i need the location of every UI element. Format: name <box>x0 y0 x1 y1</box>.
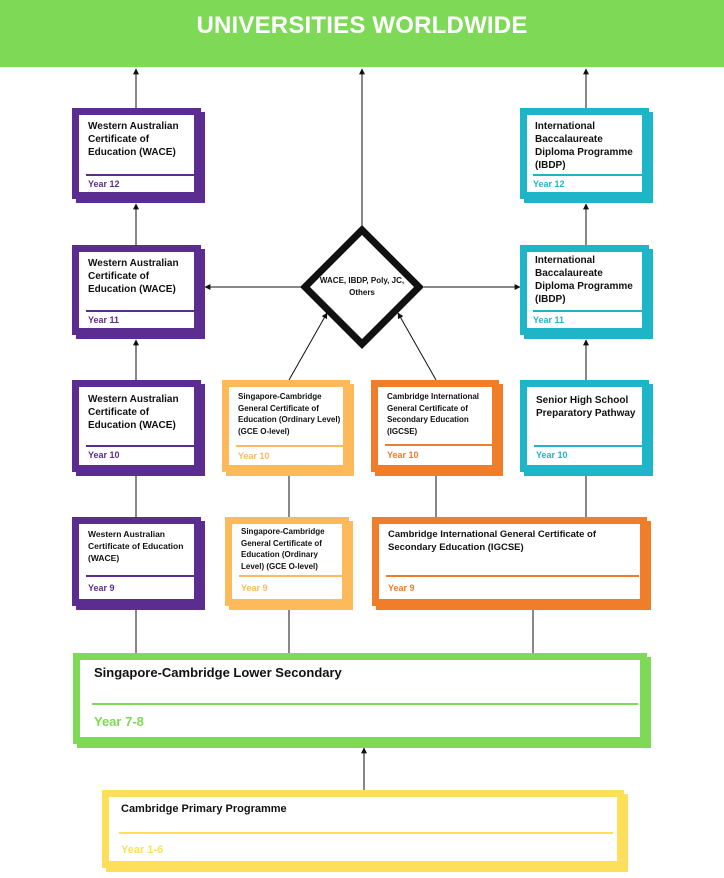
olevel-year9-title: Singapore-Cambridge General Certificate … <box>241 527 325 571</box>
page-title: UNIVERSITIES WORLDWIDE <box>196 12 528 39</box>
olevel-year10-card: Singapore-Cambridge General Certificate … <box>222 380 354 476</box>
pathway-hub-diamond <box>300 225 424 349</box>
ibdp-year11-card: International Baccalaureate Diploma Prog… <box>520 245 653 339</box>
shs-year10-year: Year 10 <box>536 450 568 460</box>
wace-year11-card: Western Australian Certificate of Educat… <box>72 245 205 339</box>
wace-year9-year: Year 9 <box>88 583 115 593</box>
ibdp-year11-title: International Baccalaureate Diploma Prog… <box>535 255 633 305</box>
wace-year11-title: Western Australian Certificate of Educat… <box>88 258 179 295</box>
wace-year10-year: Year 10 <box>88 450 120 460</box>
olevel-year9-year: Year 9 <box>241 583 268 593</box>
olevel-year9-card: Singapore-Cambridge General Certificate … <box>225 517 353 610</box>
ibdp-year12-year: Year 12 <box>533 179 565 189</box>
igcse-year9-title: Cambridge International General Certific… <box>388 529 596 553</box>
igcse-year9-card: Cambridge International General Certific… <box>372 517 651 610</box>
ibdp-year12-card: International Baccalaureate Diploma Prog… <box>520 108 653 203</box>
wace-year12-title: Western Australian Certificate of Educat… <box>88 121 179 158</box>
wace-year12-year: Year 12 <box>88 179 120 189</box>
igcse-year10-title: Cambridge International General Certific… <box>387 392 480 436</box>
wace-year12-card: Western Australian Certificate of Educat… <box>72 108 205 203</box>
primary-card: Cambridge Primary Programme Year 1-6 <box>102 790 628 872</box>
wace-year9-title: Western Australian Certificate of Educat… <box>88 529 184 563</box>
arrow-olevel-y10-to-hub <box>288 312 328 381</box>
shs-year10-card: Senior High School Preparatory Pathway Y… <box>520 380 653 476</box>
olevel-year10-title: Singapore-Cambridge General Certificate … <box>238 392 341 436</box>
pathway-hub-label: WACE, IBDP, Poly, JC, Others <box>319 276 405 297</box>
primary-year: Year 1-6 <box>121 844 164 856</box>
shs-year10-title: Senior High School Preparatory Pathway <box>536 395 636 419</box>
header-banner: UNIVERSITIES WORLDWIDE <box>0 0 724 67</box>
wace-year10-card: Western Australian Certificate of Educat… <box>72 380 205 476</box>
olevel-year10-year: Year 10 <box>238 451 270 461</box>
wace-year11-year: Year 11 <box>88 315 120 325</box>
igcse-year10-card: Cambridge International General Certific… <box>371 380 503 476</box>
ibdp-year12-title: International Baccalaureate Diploma Prog… <box>535 121 633 171</box>
lower-secondary-year: Year 7-8 <box>94 714 144 729</box>
wace-year10-title: Western Australian Certificate of Educat… <box>88 394 179 431</box>
ibdp-year11-year: Year 11 <box>533 315 565 325</box>
arrow-igcse-y10-to-hub <box>397 312 437 381</box>
igcse-year9-year: Year 9 <box>388 583 415 593</box>
wace-year9-card: Western Australian Certificate of Educat… <box>72 517 205 610</box>
primary-title: Cambridge Primary Programme <box>121 803 287 815</box>
lower-secondary-title: Singapore-Cambridge Lower Secondary <box>94 665 342 680</box>
lower-secondary-card: Singapore-Cambridge Lower Secondary Year… <box>73 653 651 748</box>
igcse-year10-year: Year 10 <box>387 450 419 460</box>
